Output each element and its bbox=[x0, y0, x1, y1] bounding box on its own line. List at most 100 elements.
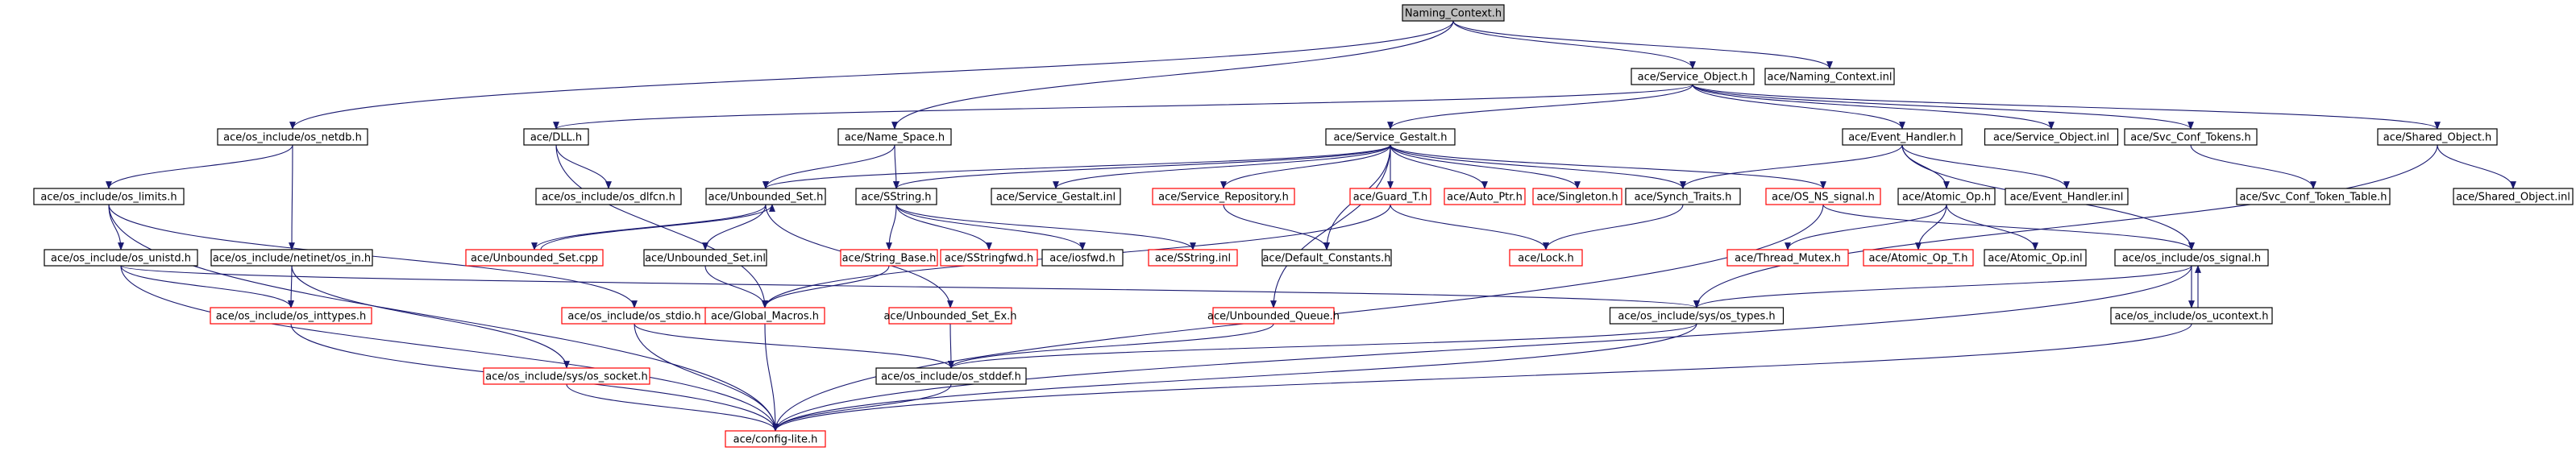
node-lock[interactable]: ace/Lock.h bbox=[1509, 249, 1583, 267]
node-label: ace/os_include/os_unistd.h bbox=[51, 253, 191, 265]
node-limits[interactable]: ace/os_include/os_limits.h bbox=[33, 188, 185, 205]
node-iosfwd[interactable]: ace/iosfwd.h bbox=[1041, 249, 1124, 267]
edge-guard-to-lock bbox=[1390, 204, 1549, 250]
node-box bbox=[1532, 188, 1622, 205]
node-evh[interactable]: ace/Event_Handler.h bbox=[1842, 128, 1963, 146]
nodes-layer: Naming_Context.h ace/Service_Object.h ace/… bbox=[33, 4, 2574, 448]
node-box bbox=[2110, 307, 2273, 325]
edge-atomic-to-atomicT bbox=[1915, 204, 1947, 250]
node-box bbox=[1152, 188, 1295, 205]
node-box bbox=[483, 367, 650, 385]
node-label: ace/Atomic_Op_T.h bbox=[1869, 253, 1968, 265]
node-syssocket[interactable]: ace/os_include/sys/os_socket.h bbox=[483, 367, 650, 385]
node-inttypes[interactable]: ace/os_include/os_inttypes.h bbox=[210, 307, 372, 325]
node-box bbox=[2114, 249, 2269, 267]
edge-svcobj-to-gestalt bbox=[1387, 84, 1693, 130]
edge-systypes-to-stddef bbox=[948, 323, 1697, 369]
node-sstringfwd[interactable]: ace/SStringfwd.h bbox=[940, 249, 1038, 267]
node-netdb[interactable]: ace/os_include/os_netdb.h bbox=[217, 128, 368, 146]
node-box bbox=[1984, 249, 2087, 267]
node-label: ace/DLL.h bbox=[530, 132, 582, 144]
node-label: ace/Unbounded_Set.cpp bbox=[471, 253, 598, 265]
node-namesp[interactable]: ace/Name_Space.h bbox=[837, 128, 952, 146]
node-systypes[interactable]: ace/os_include/sys/os_types.h bbox=[1609, 307, 1785, 325]
node-label: ace/Thread_Mutex.h bbox=[1735, 253, 1841, 265]
edge-unistd-to-inttypes bbox=[120, 265, 294, 308]
node-box bbox=[1444, 188, 1526, 205]
node-configlite[interactable]: ace/config-lite.h bbox=[725, 430, 826, 448]
node-unistd[interactable]: ace/os_include/os_unistd.h bbox=[44, 249, 198, 267]
node-label: ace/os_include/os_ucontext.h bbox=[2114, 311, 2268, 323]
node-label: ace/Service_Object.h bbox=[1638, 72, 1748, 84]
node-osin[interactable]: ace/os_include/netinet/os_in.h bbox=[210, 249, 373, 267]
node-unbsetex[interactable]: ace/Unbounded_Set_Ex.h bbox=[883, 307, 1017, 325]
node-nctxinl[interactable]: ace/Naming_Context.inl bbox=[1764, 68, 1895, 85]
node-box bbox=[888, 307, 1012, 325]
edge-ossignal-to-systypes bbox=[1693, 265, 2192, 308]
node-stdio[interactable]: ace/os_include/os_stdio.h bbox=[561, 307, 708, 325]
node-ossignal[interactable]: ace/os_include/os_signal.h bbox=[2114, 249, 2269, 267]
edge-evh-to-evhinl bbox=[1901, 144, 2070, 189]
node-box bbox=[991, 188, 1121, 205]
node-box bbox=[725, 430, 826, 448]
node-stddef[interactable]: ace/os_include/os_stddef.h bbox=[875, 367, 1027, 385]
node-autoptr[interactable]: ace/Auto_Ptr.h bbox=[1444, 188, 1526, 205]
node-box bbox=[1261, 249, 1392, 267]
node-root[interactable]: Naming_Context.h bbox=[1402, 4, 1505, 22]
node-box bbox=[465, 249, 604, 267]
node-svcrepo[interactable]: ace/Service_Repository.h bbox=[1152, 188, 1295, 205]
node-svctable[interactable]: ace/Svc_Conf_Token_Table.h bbox=[2236, 188, 2391, 205]
node-box bbox=[1041, 249, 1124, 267]
node-unbsetcpp[interactable]: ace/Unbounded_Set.cpp bbox=[465, 249, 604, 267]
edge-svcobj-to-evh bbox=[1692, 84, 1905, 130]
node-globmac[interactable]: ace/Global_Macros.h bbox=[704, 307, 825, 325]
node-unbqueue[interactable]: ace/Unbounded_Queue.h bbox=[1207, 307, 1340, 325]
node-unbset[interactable]: ace/Unbounded_Set.h bbox=[705, 188, 826, 205]
node-label: ace/os_include/os_signal.h bbox=[2122, 253, 2261, 265]
node-synch[interactable]: ace/Synch_Traits.h bbox=[1625, 188, 1741, 205]
node-box bbox=[523, 128, 589, 146]
node-atomic[interactable]: ace/Atomic_Op.h bbox=[1897, 188, 1996, 205]
node-box bbox=[33, 188, 185, 205]
edge-sharedobj-to-systypes bbox=[1693, 144, 2438, 308]
node-label: ace/iosfwd.h bbox=[1049, 253, 1115, 265]
node-label: ace/Unbounded_Set.h bbox=[708, 192, 824, 204]
node-evhinl[interactable]: ace/Event_Handler.inl bbox=[2005, 188, 2129, 205]
node-box bbox=[2236, 188, 2391, 205]
node-svcobjinl[interactable]: ace/Service_Object.inl bbox=[1984, 128, 2119, 146]
node-atomicinl[interactable]: ace/Atomic_Op.inl bbox=[1984, 249, 2087, 267]
edge-limits-to-configlite bbox=[108, 204, 779, 432]
node-singleton[interactable]: ace/Singleton.h bbox=[1532, 188, 1622, 205]
node-strbase[interactable]: ace/String_Base.h bbox=[840, 249, 938, 267]
node-thrmutex[interactable]: ace/Thread_Mutex.h bbox=[1726, 249, 1849, 267]
node-svcconf[interactable]: ace/Svc_Conf_Tokens.h bbox=[2124, 128, 2258, 146]
edge-gestalt-to-gestaltinl bbox=[1053, 144, 1391, 189]
edge-gestalt-to-unbqueue bbox=[1270, 144, 1391, 308]
node-sstring[interactable]: ace/SString.h bbox=[855, 188, 937, 205]
node-box bbox=[1631, 68, 1755, 85]
node-svcobj[interactable]: ace/Service_Object.h bbox=[1631, 68, 1755, 85]
node-gestalt[interactable]: ace/Service_Gestalt.h bbox=[1325, 128, 1456, 146]
edge-globmac-to-configlite bbox=[764, 323, 779, 432]
node-label: ace/os_include/sys/os_types.h bbox=[1618, 311, 1775, 323]
edge-svcconf-to-svctable bbox=[2190, 144, 2316, 189]
node-unbsetinl[interactable]: ace/Unbounded_Set.inl bbox=[643, 249, 767, 267]
node-defconst[interactable]: ace/Default_Constants.h bbox=[1261, 249, 1392, 267]
node-label: ace/Svc_Conf_Tokens.h bbox=[2130, 132, 2251, 144]
node-atomicT[interactable]: ace/Atomic_Op_T.h bbox=[1863, 249, 1974, 267]
node-box bbox=[1765, 188, 1881, 205]
node-box bbox=[1897, 188, 1996, 205]
node-dll[interactable]: ace/DLL.h bbox=[523, 128, 589, 146]
node-ucontext[interactable]: ace/os_include/os_ucontext.h bbox=[2110, 307, 2273, 325]
edge-root-to-svcobj bbox=[1452, 20, 1696, 69]
node-nssignal[interactable]: ace/OS_NS_signal.h bbox=[1765, 188, 1881, 205]
node-sstringinl[interactable]: ace/SString.inl bbox=[1148, 249, 1238, 267]
node-sharedobj[interactable]: ace/Shared_Object.h bbox=[2377, 128, 2498, 146]
node-dlfcn[interactable]: ace/os_include/os_dlfcn.h bbox=[535, 188, 682, 205]
node-box bbox=[2377, 128, 2498, 146]
node-label: ace/os_include/os_dlfcn.h bbox=[542, 192, 675, 204]
edge-unbsetinl-to-globmac bbox=[704, 265, 768, 308]
node-sharedinl[interactable]: ace/Shared_Object.inl bbox=[2453, 188, 2574, 205]
node-gestaltinl[interactable]: ace/Service_Gestalt.inl bbox=[991, 188, 1121, 205]
node-guard[interactable]: ace/Guard_T.h bbox=[1349, 188, 1431, 205]
